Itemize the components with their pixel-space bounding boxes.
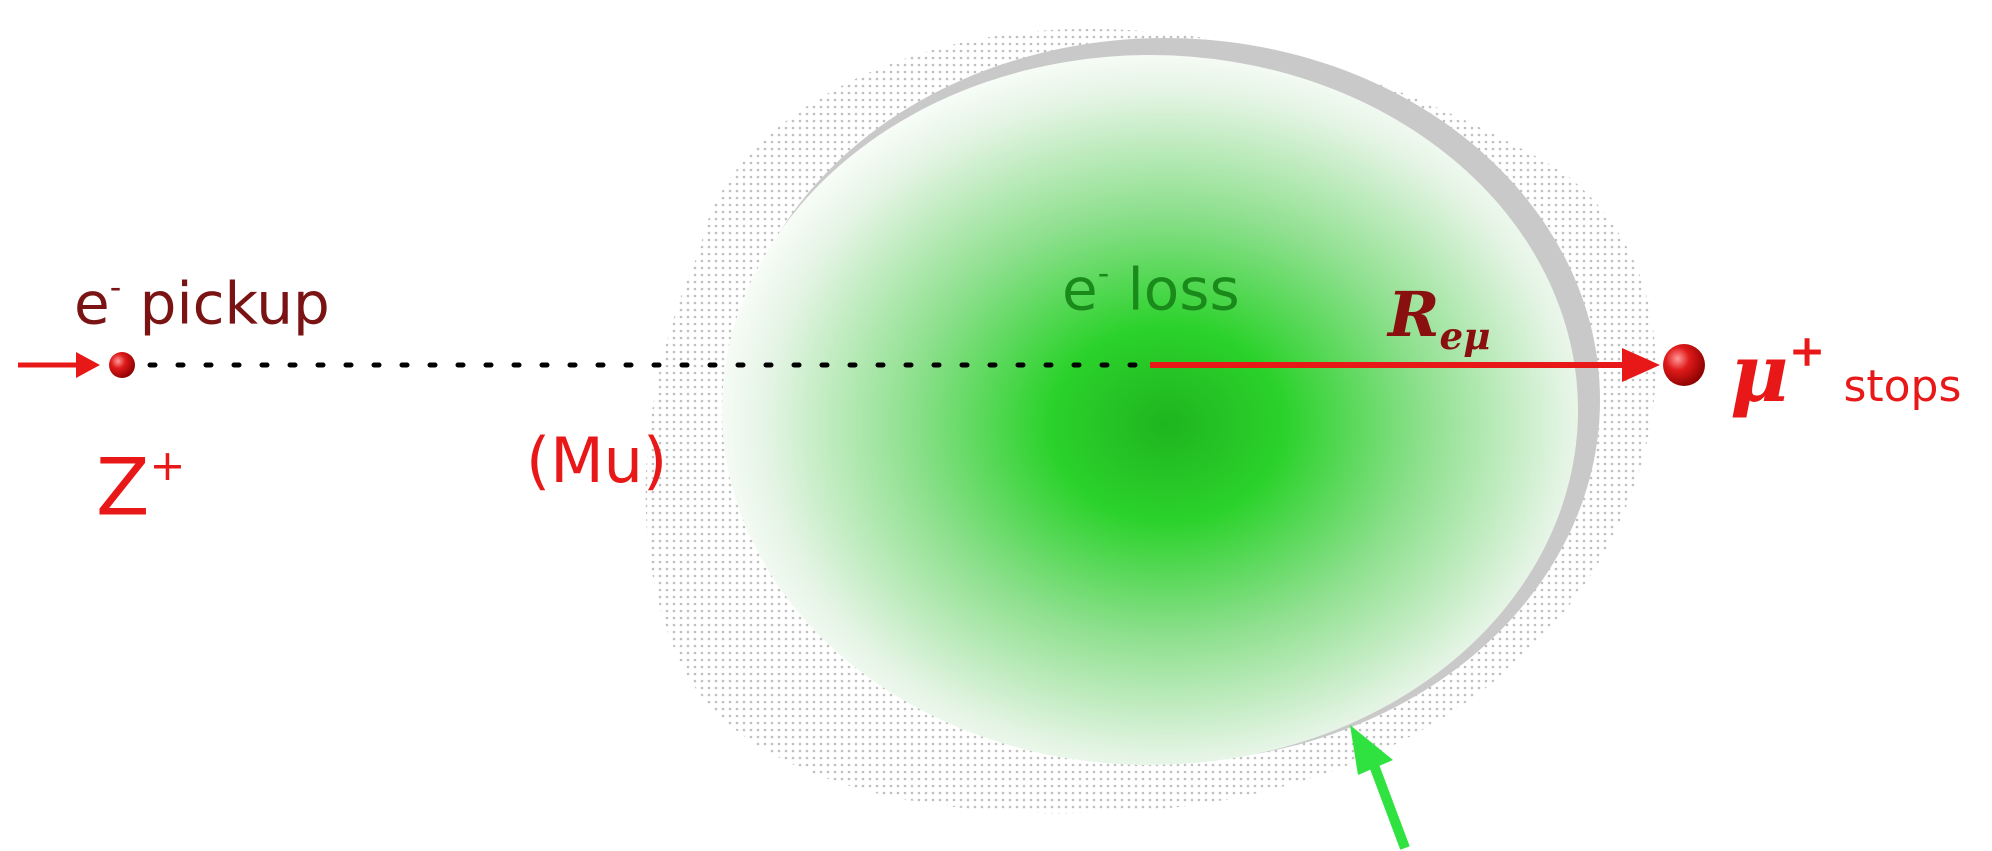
green-pointer-head <box>1350 725 1393 775</box>
green-pointer-shaft <box>1367 758 1410 850</box>
loss-text: loss <box>1109 255 1240 324</box>
loss-sup: - <box>1097 254 1110 292</box>
ion-base: Z <box>96 443 150 534</box>
muon-ball <box>1663 344 1705 386</box>
radius-label: Reμ <box>1388 284 1490 355</box>
ion-sup: + <box>149 441 186 491</box>
pickup-base: e <box>74 269 110 338</box>
muonium-label: (Mu) <box>526 424 668 497</box>
radius-sub: eμ <box>1439 314 1491 359</box>
stop-sup: + <box>1788 326 1826 377</box>
electron-cloud <box>722 55 1578 765</box>
electron-loss-label: e- loss <box>1062 257 1240 318</box>
loss-base: e <box>1062 255 1098 324</box>
ion-ball <box>109 352 135 378</box>
ion-label: Z+ <box>96 445 185 528</box>
stop-small: stops <box>1843 361 1962 413</box>
electron-pickup-label: e- pickup <box>74 271 330 332</box>
stop-base: μ <box>1730 326 1789 421</box>
muon-stops-label: μ+stops <box>1730 330 1962 414</box>
incoming-arrow-head <box>76 352 100 378</box>
pickup-sup: - <box>109 268 122 306</box>
radius-arrow-head <box>1622 348 1660 382</box>
radius-base: R <box>1388 278 1440 351</box>
pickup-text: pickup <box>121 269 330 338</box>
